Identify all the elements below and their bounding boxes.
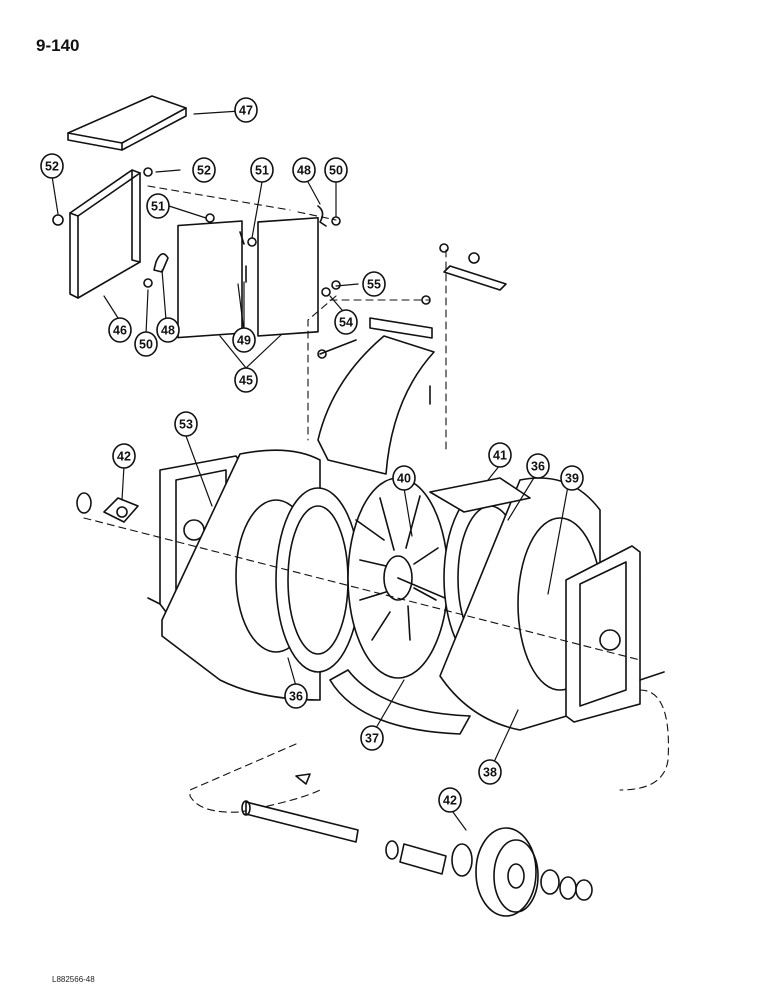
callout-52: 52 bbox=[192, 157, 216, 183]
callout-51: 51 bbox=[146, 193, 170, 219]
callout-50: 50 bbox=[134, 331, 158, 357]
callout-48: 48 bbox=[292, 157, 316, 183]
callout-42: 42 bbox=[438, 787, 462, 813]
callout-label: 54 bbox=[339, 316, 353, 330]
callout-label: 39 bbox=[565, 472, 579, 486]
washer-nut bbox=[540, 869, 593, 901]
leader-lines bbox=[51, 110, 569, 831]
callout-39: 39 bbox=[560, 465, 584, 491]
right-side-frame bbox=[565, 545, 665, 723]
callout-label: 50 bbox=[139, 338, 153, 352]
callout-49: 49 bbox=[232, 327, 256, 353]
callout-label: 46 bbox=[113, 324, 127, 338]
callout-36: 36 bbox=[526, 453, 550, 479]
callout-55: 55 bbox=[362, 271, 386, 297]
callout-label: 40 bbox=[397, 472, 411, 486]
bearing-left bbox=[76, 492, 139, 523]
curved-shroud bbox=[317, 335, 435, 475]
callout-label: 36 bbox=[531, 460, 545, 474]
callout-38: 38 bbox=[478, 759, 502, 785]
callout-46: 46 bbox=[108, 317, 132, 343]
page-number: 9-140 bbox=[36, 36, 80, 55]
callout-label: 48 bbox=[161, 324, 175, 338]
callout-52: 52 bbox=[40, 153, 64, 179]
callout-label: 53 bbox=[179, 418, 193, 432]
callout-label: 50 bbox=[329, 164, 343, 178]
callout-layer: 47 52 52 51 48 50 51 55 54 46 50 48 49 45 53 42 40 41 36 39… bbox=[40, 97, 584, 813]
bearing-lower bbox=[451, 843, 473, 877]
callout-36: 36 bbox=[284, 683, 308, 709]
cutoff-plate bbox=[429, 477, 531, 513]
callout-label: 55 bbox=[367, 278, 381, 292]
callout-41: 41 bbox=[488, 442, 512, 468]
callout-40: 40 bbox=[392, 465, 416, 491]
side-panel-part bbox=[69, 169, 141, 299]
cover-plate-right bbox=[257, 216, 319, 337]
shaft-axis-line bbox=[83, 517, 641, 661]
shaft-key bbox=[295, 773, 311, 785]
callout-label: 37 bbox=[365, 732, 379, 746]
callout-label: 52 bbox=[45, 160, 59, 174]
callout-54: 54 bbox=[334, 309, 358, 335]
fan-housing-left bbox=[161, 449, 321, 701]
callout-53: 53 bbox=[174, 411, 198, 437]
callout-45: 45 bbox=[234, 367, 258, 393]
spacer-sleeve bbox=[385, 840, 447, 875]
callout-label: 48 bbox=[297, 164, 311, 178]
callout-label: 42 bbox=[117, 450, 131, 464]
callout-label: 51 bbox=[255, 164, 269, 178]
small-hardware bbox=[52, 167, 341, 297]
mounting-brackets bbox=[317, 243, 507, 405]
callout-50: 50 bbox=[324, 157, 348, 183]
fan-housing-right bbox=[439, 477, 603, 731]
callout-37: 37 bbox=[360, 725, 384, 751]
drive-shaft bbox=[241, 800, 359, 843]
assembly-lines-top bbox=[147, 185, 447, 451]
top-cover-part bbox=[67, 95, 187, 151]
callout-label: 51 bbox=[151, 200, 165, 214]
callout-47: 47 bbox=[234, 97, 258, 123]
callout-48: 48 bbox=[156, 317, 180, 343]
drive-pulley bbox=[475, 827, 539, 917]
callout-label: 49 bbox=[237, 334, 251, 348]
callout-label: 45 bbox=[239, 374, 253, 388]
drawing-code: L882566-48 bbox=[52, 975, 95, 984]
callout-label: 38 bbox=[483, 766, 497, 780]
callout-label: 42 bbox=[443, 794, 457, 808]
callout-label: 36 bbox=[289, 690, 303, 704]
cover-plate-left bbox=[177, 220, 243, 339]
callout-51: 51 bbox=[250, 157, 274, 183]
fan-scroll-bottom bbox=[329, 669, 471, 735]
assembly-lines-bottom bbox=[189, 689, 669, 813]
callout-label: 47 bbox=[239, 104, 253, 118]
callout-42: 42 bbox=[112, 443, 136, 469]
callout-label: 41 bbox=[493, 449, 507, 463]
callout-label: 52 bbox=[197, 164, 211, 178]
